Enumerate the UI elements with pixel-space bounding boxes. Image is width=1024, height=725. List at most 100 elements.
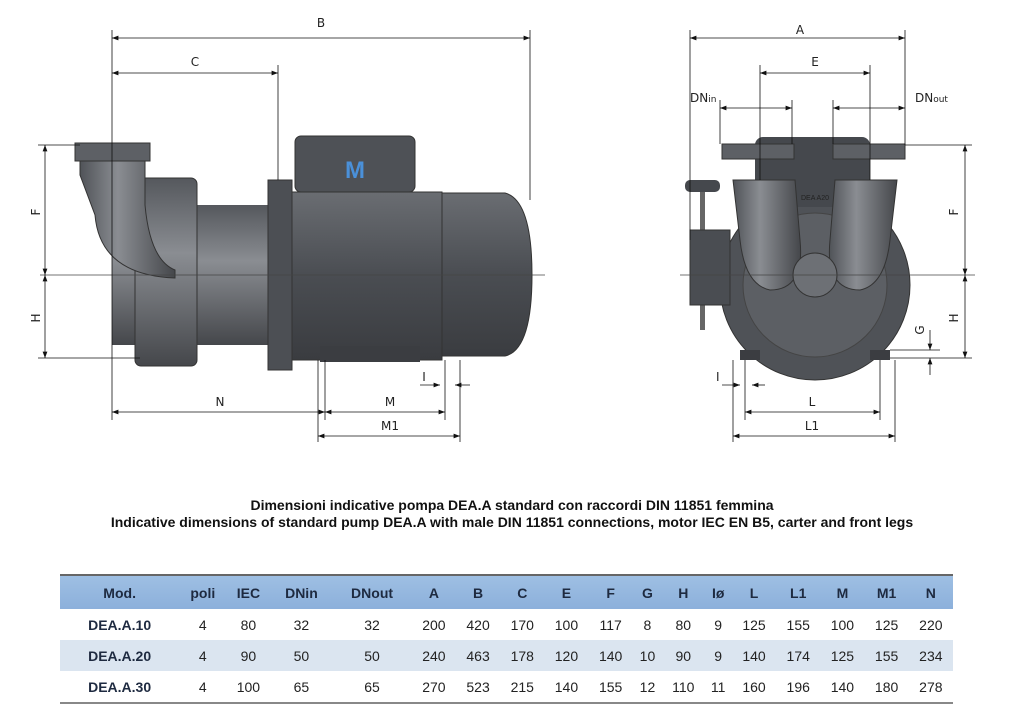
table-cell: 140	[588, 640, 633, 671]
table-cell: 180	[864, 671, 909, 704]
dim-label-h-front: H	[947, 313, 961, 322]
table-cell: 140	[731, 640, 777, 671]
table-cell: 4	[179, 640, 227, 671]
table-cell: 125	[742, 616, 766, 633]
dim-label-e: E	[811, 55, 819, 69]
column-header: B	[455, 574, 501, 609]
column-header: N	[908, 574, 953, 609]
dim-label-dn-in: DNin	[690, 91, 716, 105]
table-cell: 9	[714, 616, 723, 633]
column-header: L1	[776, 574, 821, 609]
column-header: E	[544, 574, 589, 609]
title-english: Indicative dimensions of standard pump D…	[110, 514, 914, 530]
table-cell: 155	[588, 671, 633, 704]
table-cell: 50	[332, 640, 412, 671]
column-header: H	[662, 574, 705, 609]
dim-label-h: H	[29, 313, 43, 322]
table-cell: 4	[198, 616, 207, 633]
table-cell: 100	[830, 616, 855, 633]
table-cell: 200	[422, 616, 446, 633]
dim-label-f-front: F	[947, 208, 961, 215]
table-cell: 523	[455, 671, 501, 704]
table-cell: 140	[820, 671, 865, 704]
table-cell: 178	[500, 640, 545, 671]
column-header: Mod.	[60, 574, 180, 609]
dim-label-dn-out: DNout	[915, 91, 948, 105]
dim-label-a: A	[796, 23, 805, 37]
table-cell: 80	[240, 616, 257, 633]
technical-drawing: M B C F H N M M1 I	[29, 16, 975, 442]
table-cell: 9	[704, 640, 732, 671]
table-cell: 220	[919, 616, 943, 633]
table-cell: 32	[364, 616, 380, 633]
column-header: G	[632, 574, 663, 609]
table-cell: 50	[270, 640, 333, 671]
table-cell: 80	[675, 616, 692, 633]
table-cell: 11	[704, 671, 732, 704]
column-header: DNout	[332, 574, 412, 609]
side-view: M B C F H N M M1 I	[29, 16, 545, 442]
column-header: DNin	[270, 574, 333, 609]
dim-label-l: L	[809, 395, 816, 409]
dim-label-g: G	[913, 325, 927, 334]
table-cell: 170	[510, 616, 534, 633]
table-cell: 120	[544, 640, 589, 671]
dim-label-f: F	[29, 208, 43, 215]
column-header: F	[588, 574, 633, 609]
table-cell: 90	[662, 640, 705, 671]
dim-label-l1: L1	[805, 419, 819, 433]
table-cell: 125	[820, 640, 865, 671]
column-header: M	[820, 574, 865, 609]
table-cell: 278	[908, 671, 953, 704]
dim-label-b: B	[317, 16, 325, 30]
dim-label-n: N	[216, 395, 225, 409]
table-cell: 140	[544, 671, 589, 704]
table-cell: 215	[500, 671, 545, 704]
table-cell: 125	[874, 616, 899, 633]
column-header: poli	[179, 574, 227, 609]
table-cell: 174	[776, 640, 821, 671]
dim-label-i: I	[422, 370, 426, 384]
table-cell: 12	[632, 671, 663, 704]
table-cell: 155	[864, 640, 909, 671]
table-cell: 234	[908, 640, 953, 671]
title-italian: Dimensioni indicative pompa DEA.A standa…	[250, 497, 774, 513]
brand-logo: M	[345, 157, 365, 184]
table-cell: 32	[293, 616, 310, 633]
table-cell: 196	[776, 671, 821, 704]
table-cell: 110	[662, 671, 705, 704]
column-header: L	[731, 574, 777, 609]
table-cell: 240	[411, 640, 456, 671]
table-cell: 117	[599, 616, 622, 633]
table-cell: 420	[466, 616, 490, 633]
table-cell: 90	[226, 640, 271, 671]
casing-marking: DEA A20	[801, 195, 829, 202]
table-cell: 155	[786, 616, 810, 633]
table-cell: 10	[632, 640, 663, 671]
table-cell: 65	[332, 671, 412, 704]
table-cell: 100	[226, 671, 271, 704]
column-header: A	[411, 574, 456, 609]
model-cell: DEA.A.30	[60, 671, 180, 704]
dim-label-m1: M1	[381, 419, 399, 433]
column-header: IEC	[226, 574, 271, 609]
column-header: C	[500, 574, 545, 609]
model-cell: DEA.A.10	[88, 616, 152, 633]
front-view: DEA A20 A E DNin DNout F H G I L	[680, 23, 975, 442]
table-cell: 270	[411, 671, 456, 704]
table-cell: 160	[731, 671, 777, 704]
table-cell: 463	[455, 640, 501, 671]
column-header: Iø	[704, 574, 732, 609]
model-cell: DEA.A.20	[60, 640, 180, 671]
dim-label-i-front: I	[716, 370, 720, 384]
column-header: M1	[864, 574, 909, 609]
table-cell: 65	[270, 671, 333, 704]
table-cell: 100	[554, 616, 579, 633]
dim-label-c: C	[191, 55, 199, 69]
table-cell: 8	[643, 616, 652, 633]
table-cell: 4	[179, 671, 227, 704]
